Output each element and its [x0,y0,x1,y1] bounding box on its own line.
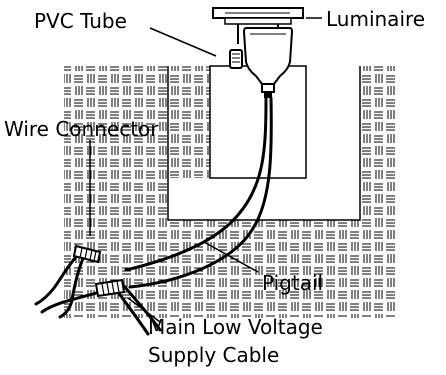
luminaire-fixture [212,7,304,98]
pigtail-wires [124,96,273,289]
wire-connector-upper [72,244,102,264]
main-cable-label-line1: Main Low Voltage [148,315,323,339]
leader-lines [89,17,322,323]
pvc-tube-label: PVC Tube [34,9,127,33]
pit-outline [167,66,361,221]
main-cable-label-line2: Supply Cable [148,343,280,367]
pigtail-label: Pigtail [262,271,324,295]
wire-connector-lower [94,278,126,298]
luminaire-label: Luminaire [326,7,426,31]
pvc-tube [209,65,307,179]
wire-connector-label: Wire Connector [4,117,159,141]
